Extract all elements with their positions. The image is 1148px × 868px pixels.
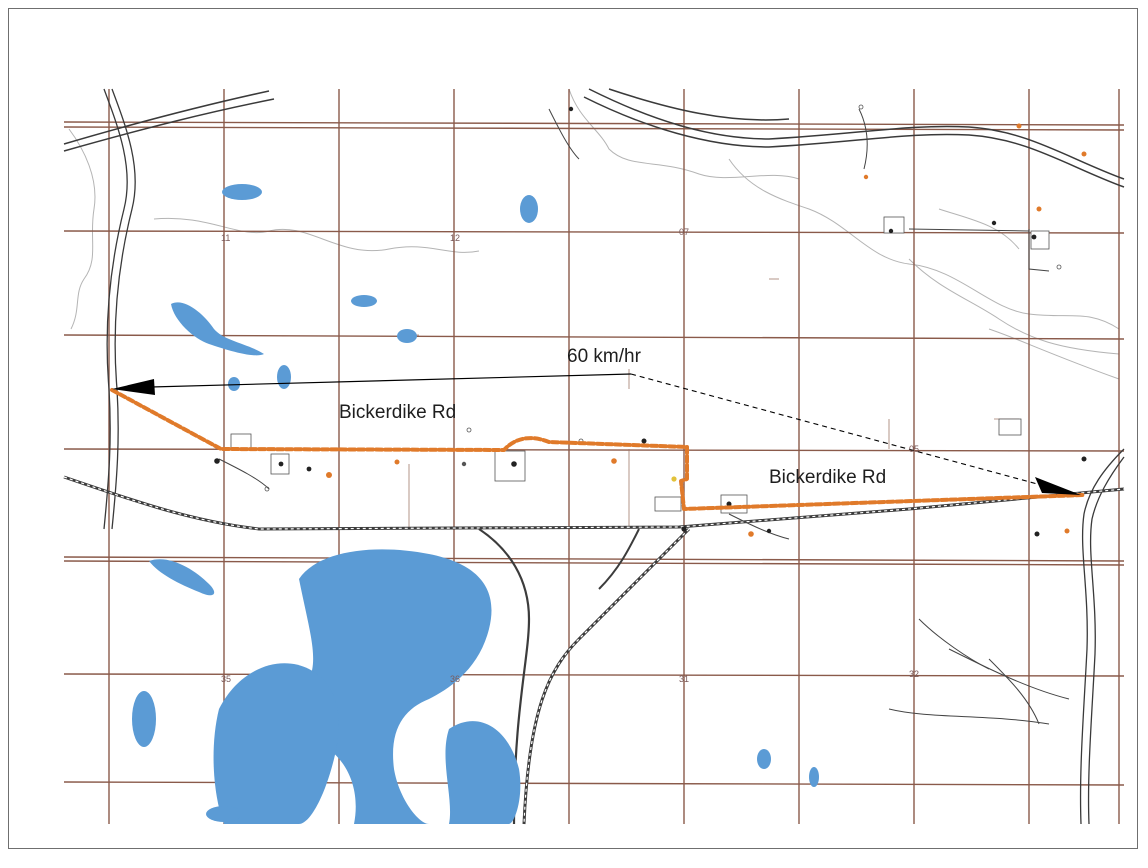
section-number: 05 <box>909 444 919 454</box>
speed-arrows <box>112 373 1081 495</box>
speed-limit-label: 60 km/hr <box>567 346 642 367</box>
water-bodies <box>132 184 819 824</box>
section-number: 32 <box>909 669 919 679</box>
section-number: 35 <box>221 674 231 684</box>
point-features <box>214 104 1087 537</box>
minor-roads <box>218 108 1070 725</box>
section-number: 07 <box>679 227 689 237</box>
map-frame: 11 12 07 35 36 31 32 05 60 km/hr Bickerd… <box>8 8 1138 849</box>
section-number: 11 <box>221 233 230 243</box>
railway <box>63 475 1125 825</box>
topographic-map: 11 12 07 35 36 31 32 05 60 km/hr Bickerd… <box>63 88 1125 825</box>
contour-lines <box>68 88 1120 380</box>
road-label-east: Bickerdike Rd <box>769 467 886 488</box>
section-number: 12 <box>450 233 460 243</box>
highway-right <box>1079 448 1125 825</box>
section-number: 36 <box>450 674 460 684</box>
road-label-west: Bickerdike Rd <box>339 402 456 423</box>
section-numbers: 11 12 07 35 36 31 32 05 <box>221 227 919 684</box>
highway-top <box>63 88 1125 188</box>
section-number: 31 <box>679 674 689 684</box>
highway-left <box>103 88 136 530</box>
quarter-lines <box>399 278 1019 529</box>
route-bickerdike <box>110 388 1086 511</box>
